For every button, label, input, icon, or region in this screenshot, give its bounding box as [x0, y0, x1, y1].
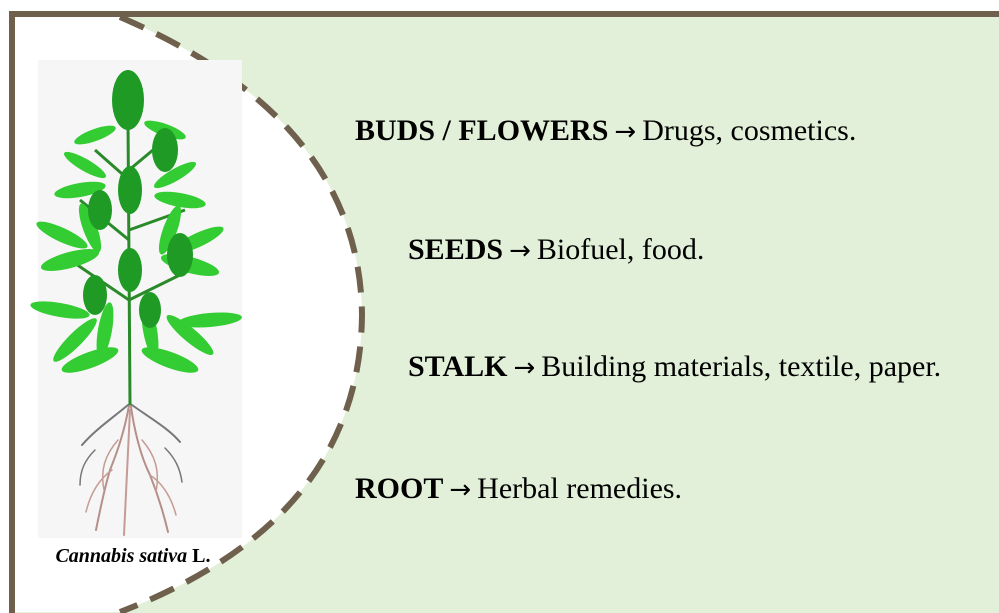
part-label: BUDS / FLOWERS: [355, 114, 608, 147]
use-seeds: SEEDS→Biofuel, food.: [408, 235, 704, 265]
use-label: Biofuel, food.: [537, 233, 704, 266]
use-stalk: STALK→Building materials, textile, paper…: [408, 352, 941, 382]
right-arrow-icon: →: [614, 117, 636, 147]
right-arrow-icon: →: [449, 475, 471, 505]
plant-image-backdrop: [38, 60, 242, 538]
use-label: Building materials, textile, paper.: [541, 350, 941, 383]
part-label: STALK: [408, 350, 507, 383]
use-root: ROOT→Herbal remedies.: [355, 474, 682, 504]
use-label: Drugs, cosmetics.: [642, 114, 856, 147]
use-buds-flowers: BUDS / FLOWERS→Drugs, cosmetics.: [355, 116, 856, 146]
species-author: L.: [192, 545, 210, 567]
right-arrow-icon: →: [509, 236, 531, 266]
right-arrow-icon: →: [513, 353, 535, 383]
part-label: ROOT: [355, 472, 443, 505]
species-name: Cannabis sativa: [55, 545, 187, 567]
part-label: SEEDS: [408, 233, 503, 266]
use-label: Herbal remedies.: [477, 472, 682, 505]
species-caption: Cannabis sativa L.: [18, 545, 248, 568]
